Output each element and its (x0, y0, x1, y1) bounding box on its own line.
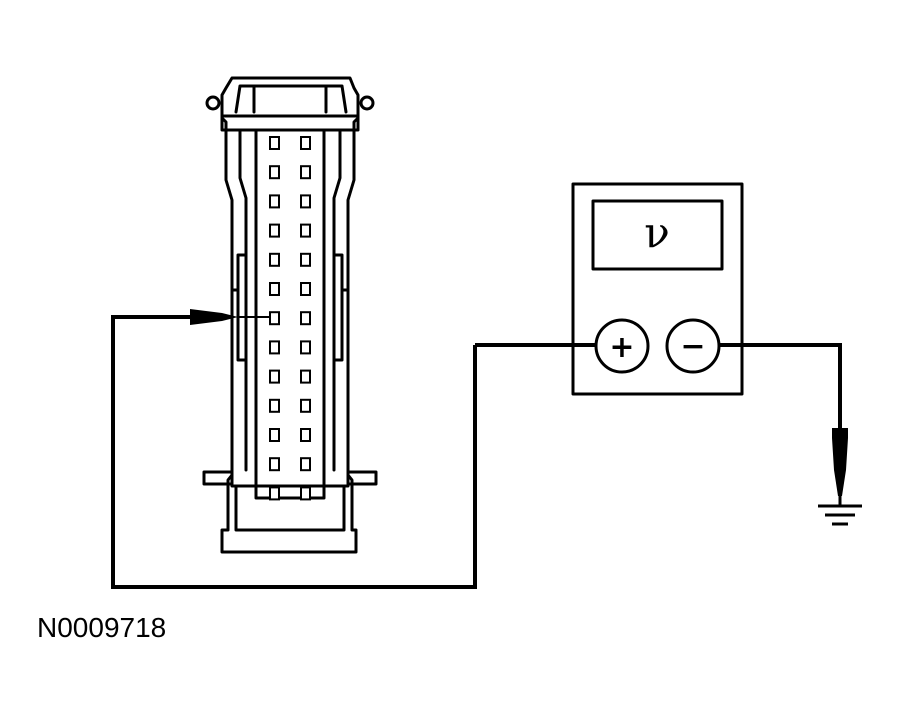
pin-cavity (300, 194, 311, 209)
connector-inner-frame (238, 128, 342, 472)
pin-cavity (269, 340, 280, 355)
connector-lock-band (220, 114, 360, 132)
pin-cavity (269, 311, 280, 326)
pin-cavity (269, 223, 280, 238)
connector-top-cap (234, 84, 348, 114)
pin-cavity (269, 165, 280, 180)
positive-terminal-label: + (609, 330, 634, 365)
pin-cavity (300, 282, 311, 296)
ground-lead (719, 343, 862, 526)
probe-lead (111, 309, 477, 589)
pin-cavity (300, 136, 311, 150)
connector-pin-field (254, 128, 326, 500)
connector-base (230, 484, 350, 532)
connector-ear-right (359, 95, 375, 111)
meter-display-symbol: ν (644, 208, 670, 257)
pin-grid (269, 136, 311, 501)
pin-cavity (269, 369, 280, 384)
ground-symbol-icon (818, 504, 862, 526)
connector-ear-left (205, 95, 221, 111)
pin-cavity (300, 398, 311, 413)
pin-cavity (269, 252, 280, 267)
connector-outline (220, 76, 360, 554)
pin-cavity (300, 165, 311, 180)
pin-cavity (269, 136, 280, 150)
pin-cavity (269, 457, 280, 472)
pin-cavity (300, 311, 311, 326)
probe-tip-icon (190, 309, 238, 325)
pin-cavity (269, 428, 280, 442)
probe-wire (111, 315, 477, 589)
pin-cavity (300, 252, 311, 267)
ground-wire (719, 343, 842, 430)
alligator-clip-icon (832, 428, 848, 496)
pin-cavity (300, 428, 311, 442)
multimeter: ν + − (475, 182, 744, 396)
pin-cavity (269, 398, 280, 413)
pin-cavity (300, 369, 311, 384)
multimeter-display (591, 199, 724, 271)
pin-cavity (269, 282, 280, 296)
connector (202, 76, 378, 554)
pin-cavity (300, 223, 311, 238)
pin-cavity (269, 486, 280, 501)
connector-flange-right (346, 470, 378, 486)
negative-terminal-label: − (680, 329, 705, 364)
multimeter-body (571, 182, 744, 396)
connector-flange-left (202, 470, 234, 486)
pin-cavity (300, 457, 311, 472)
connector-latch-left (230, 253, 248, 362)
connector-latch-right (332, 253, 350, 362)
pin-cavity (269, 194, 280, 209)
pin-cavity (300, 340, 311, 355)
pin-cavity (300, 486, 311, 501)
figure-id-label: N0009718 (37, 612, 167, 643)
